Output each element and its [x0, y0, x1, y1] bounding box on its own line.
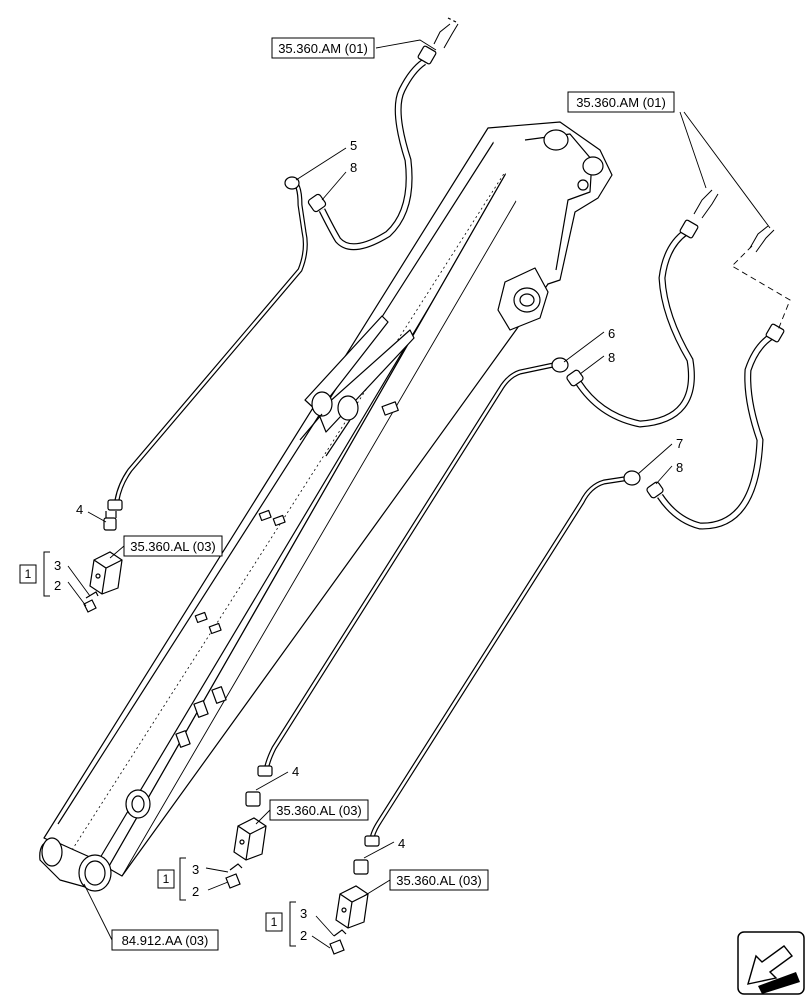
callout-3-right: 3: [300, 906, 307, 921]
kit-middle-text: 1: [163, 872, 170, 886]
ref-box-top-left[interactable]: 35.360.AM (01): [271, 37, 375, 59]
callout-2-left: 2: [54, 578, 61, 593]
hydraulic-hose-8-left: [307, 17, 459, 251]
ref-boom-text: 84.912.AA (03): [122, 933, 209, 948]
callout-5: 5: [350, 138, 357, 153]
callout-4-left: 4: [76, 502, 83, 517]
ref-top-right-text: 35.360.AM (01): [576, 95, 666, 110]
hydraulic-pipe-6: [245, 357, 569, 807]
hydraulic-hose-8-right: [646, 225, 791, 530]
ref-valve-middle-text: 35.360.AL (03): [276, 803, 362, 818]
valve-block-right: [329, 885, 369, 955]
ref-top-left-text: 35.360.AM (01): [278, 41, 368, 56]
ref-box-boom[interactable]: 84.912.AA (03): [111, 929, 219, 951]
ref-box-valve-middle[interactable]: 35.360.AL (03): [269, 799, 369, 821]
callout-4-right: 4: [398, 836, 405, 851]
callout-8-left: 8: [350, 160, 357, 175]
ref-valve-left-text: 35.360.AL (03): [130, 539, 216, 554]
callout-6: 6: [608, 326, 615, 341]
callout-8-middle: 8: [608, 350, 615, 365]
valve-block-left: [83, 551, 123, 613]
excavator-boom: [39, 121, 613, 892]
hydraulic-pipe-7: [353, 470, 641, 875]
callout-3-middle: 3: [192, 862, 199, 877]
ref-box-valve-right[interactable]: 35.360.AL (03): [389, 869, 489, 891]
leader-lines: [67, 39, 771, 949]
callout-numbers: 5 8 6 8 7 8 4 4 4 3 2 3 2 3 2: [54, 138, 683, 943]
valve-block-middle: [225, 817, 267, 889]
ref-valve-right-text: 35.360.AL (03): [396, 873, 482, 888]
kit-left-text: 1: [25, 567, 32, 581]
ref-box-top-right[interactable]: 35.360.AM (01): [567, 91, 675, 113]
arrow-navigation-icon[interactable]: [737, 931, 805, 995]
callout-2-right: 2: [300, 928, 307, 943]
ref-box-valve-left[interactable]: 35.360.AL (03): [123, 535, 223, 557]
kit-right-text: 1: [271, 915, 278, 929]
hydraulic-pipe-5: [103, 176, 308, 531]
hydraulic-hose-8-middle: [566, 189, 719, 428]
callout-8-right: 8: [676, 460, 683, 475]
callout-3-left: 3: [54, 558, 61, 573]
kit-brackets: [43, 551, 296, 947]
callout-2-middle: 2: [192, 884, 199, 899]
kit-box-middle[interactable]: 1: [157, 869, 175, 889]
callout-7: 7: [676, 436, 683, 451]
kit-box-right[interactable]: 1: [265, 912, 283, 932]
callout-4-middle: 4: [292, 764, 299, 779]
kit-box-left[interactable]: 1: [19, 564, 37, 584]
